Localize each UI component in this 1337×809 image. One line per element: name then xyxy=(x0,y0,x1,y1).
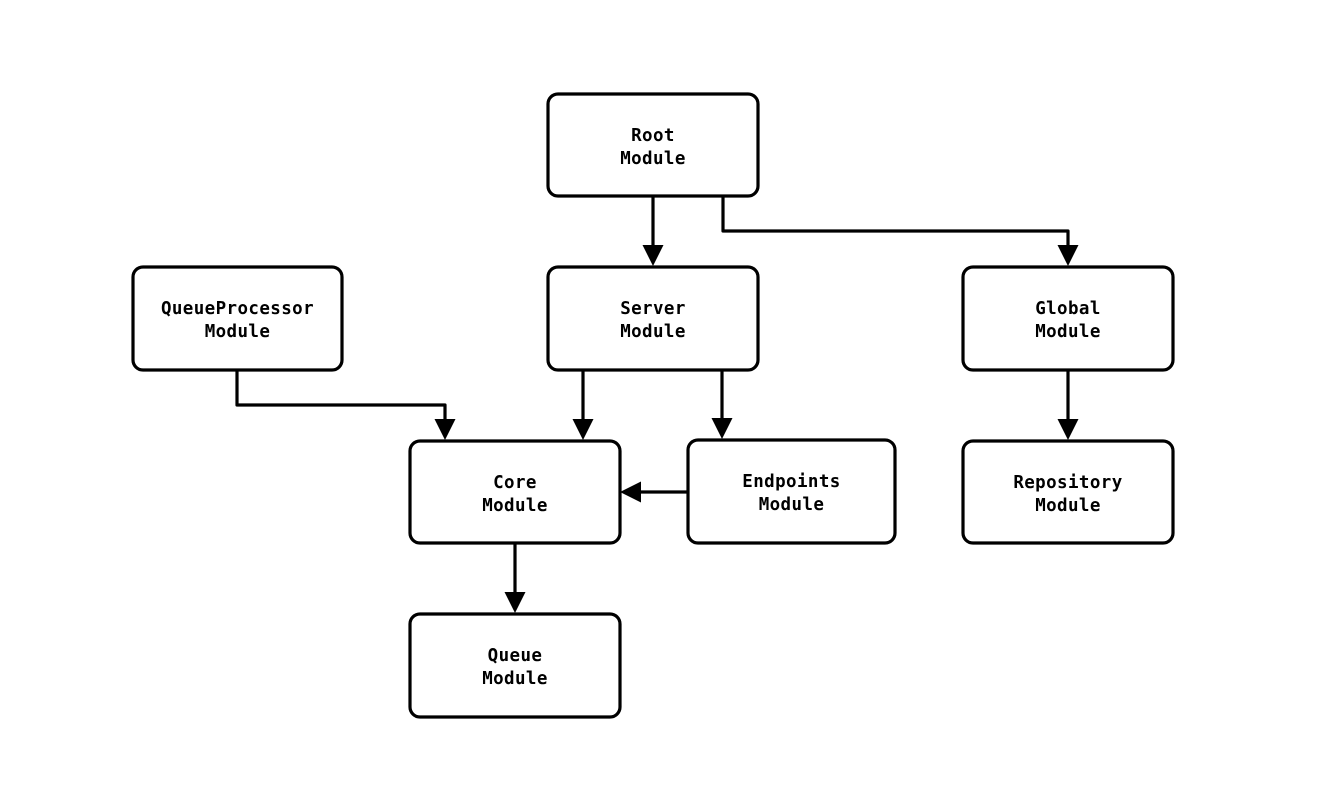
edge-root-to-global xyxy=(721,196,1079,266)
edge-endpoints-to-core xyxy=(620,481,688,503)
node-server-module-label-line1: Server xyxy=(620,299,686,319)
node-core-module[interactable]: Core Module xyxy=(408,439,622,545)
node-repository-module-label-line2: Module xyxy=(1035,496,1101,516)
node-repository-module-label-line1: Repository xyxy=(1013,473,1122,493)
node-server-module-box[interactable] xyxy=(546,265,760,372)
node-queue-module[interactable]: Queue Module xyxy=(408,612,622,719)
edge-root-to-global-line xyxy=(721,196,1070,247)
node-queue-module-label-line2: Module xyxy=(482,669,548,689)
edge-endpoints-to-core-arrowhead xyxy=(620,481,641,503)
node-repository-module[interactable]: Repository Module xyxy=(961,439,1175,545)
edge-server-to-core xyxy=(572,370,594,440)
node-global-module-label-line1: Global xyxy=(1035,299,1101,319)
node-queueprocessor-module-label-line2: Module xyxy=(205,322,271,342)
edge-global-to-repository-arrowhead xyxy=(1057,419,1079,440)
edge-layer xyxy=(235,196,1079,613)
edge-queueprocessor-to-core-line xyxy=(235,370,447,421)
node-queueprocessor-module-box[interactable] xyxy=(131,265,344,372)
node-root-module-label-line2: Module xyxy=(620,149,686,169)
edge-global-to-repository xyxy=(1057,370,1079,440)
node-endpoints-module[interactable]: Endpoints Module xyxy=(686,438,897,545)
node-queue-module-label-line1: Queue xyxy=(488,646,543,666)
edge-core-to-queue-arrowhead xyxy=(504,592,526,613)
node-global-module-box[interactable] xyxy=(961,265,1175,372)
node-core-module-box[interactable] xyxy=(408,439,622,545)
node-queueprocessor-module-label-line1: QueueProcessor xyxy=(161,299,314,319)
node-core-module-label-line2: Module xyxy=(482,496,548,516)
node-server-module[interactable]: Server Module xyxy=(546,265,760,372)
edge-root-to-server-arrowhead xyxy=(642,245,664,266)
edge-server-to-core-arrowhead xyxy=(572,419,594,440)
node-endpoints-module-label-line1: Endpoints xyxy=(742,472,840,492)
node-endpoints-module-label-line2: Module xyxy=(759,495,825,515)
node-root-module-box[interactable] xyxy=(546,92,760,198)
edge-core-to-queue xyxy=(504,543,526,613)
node-global-module[interactable]: Global Module xyxy=(961,265,1175,372)
node-root-module[interactable]: Root Module xyxy=(546,92,760,198)
node-core-module-label-line1: Core xyxy=(493,473,537,493)
edge-root-to-global-arrowhead xyxy=(1057,245,1079,266)
node-queue-module-box[interactable] xyxy=(408,612,622,719)
edge-queueprocessor-to-core-arrowhead xyxy=(434,419,456,440)
node-global-module-label-line2: Module xyxy=(1035,322,1101,342)
node-repository-module-box[interactable] xyxy=(961,439,1175,545)
edge-server-to-endpoints xyxy=(711,370,733,439)
edge-root-to-server xyxy=(642,196,664,266)
edge-queueprocessor-to-core xyxy=(235,370,456,440)
node-queueprocessor-module[interactable]: QueueProcessor Module xyxy=(131,265,344,372)
node-endpoints-module-box[interactable] xyxy=(686,438,897,545)
node-layer: Root Module QueueProcessor Module Server… xyxy=(131,92,1175,719)
edge-server-to-endpoints-arrowhead xyxy=(711,418,733,439)
node-root-module-label-line1: Root xyxy=(631,126,675,146)
node-server-module-label-line2: Module xyxy=(620,322,686,342)
